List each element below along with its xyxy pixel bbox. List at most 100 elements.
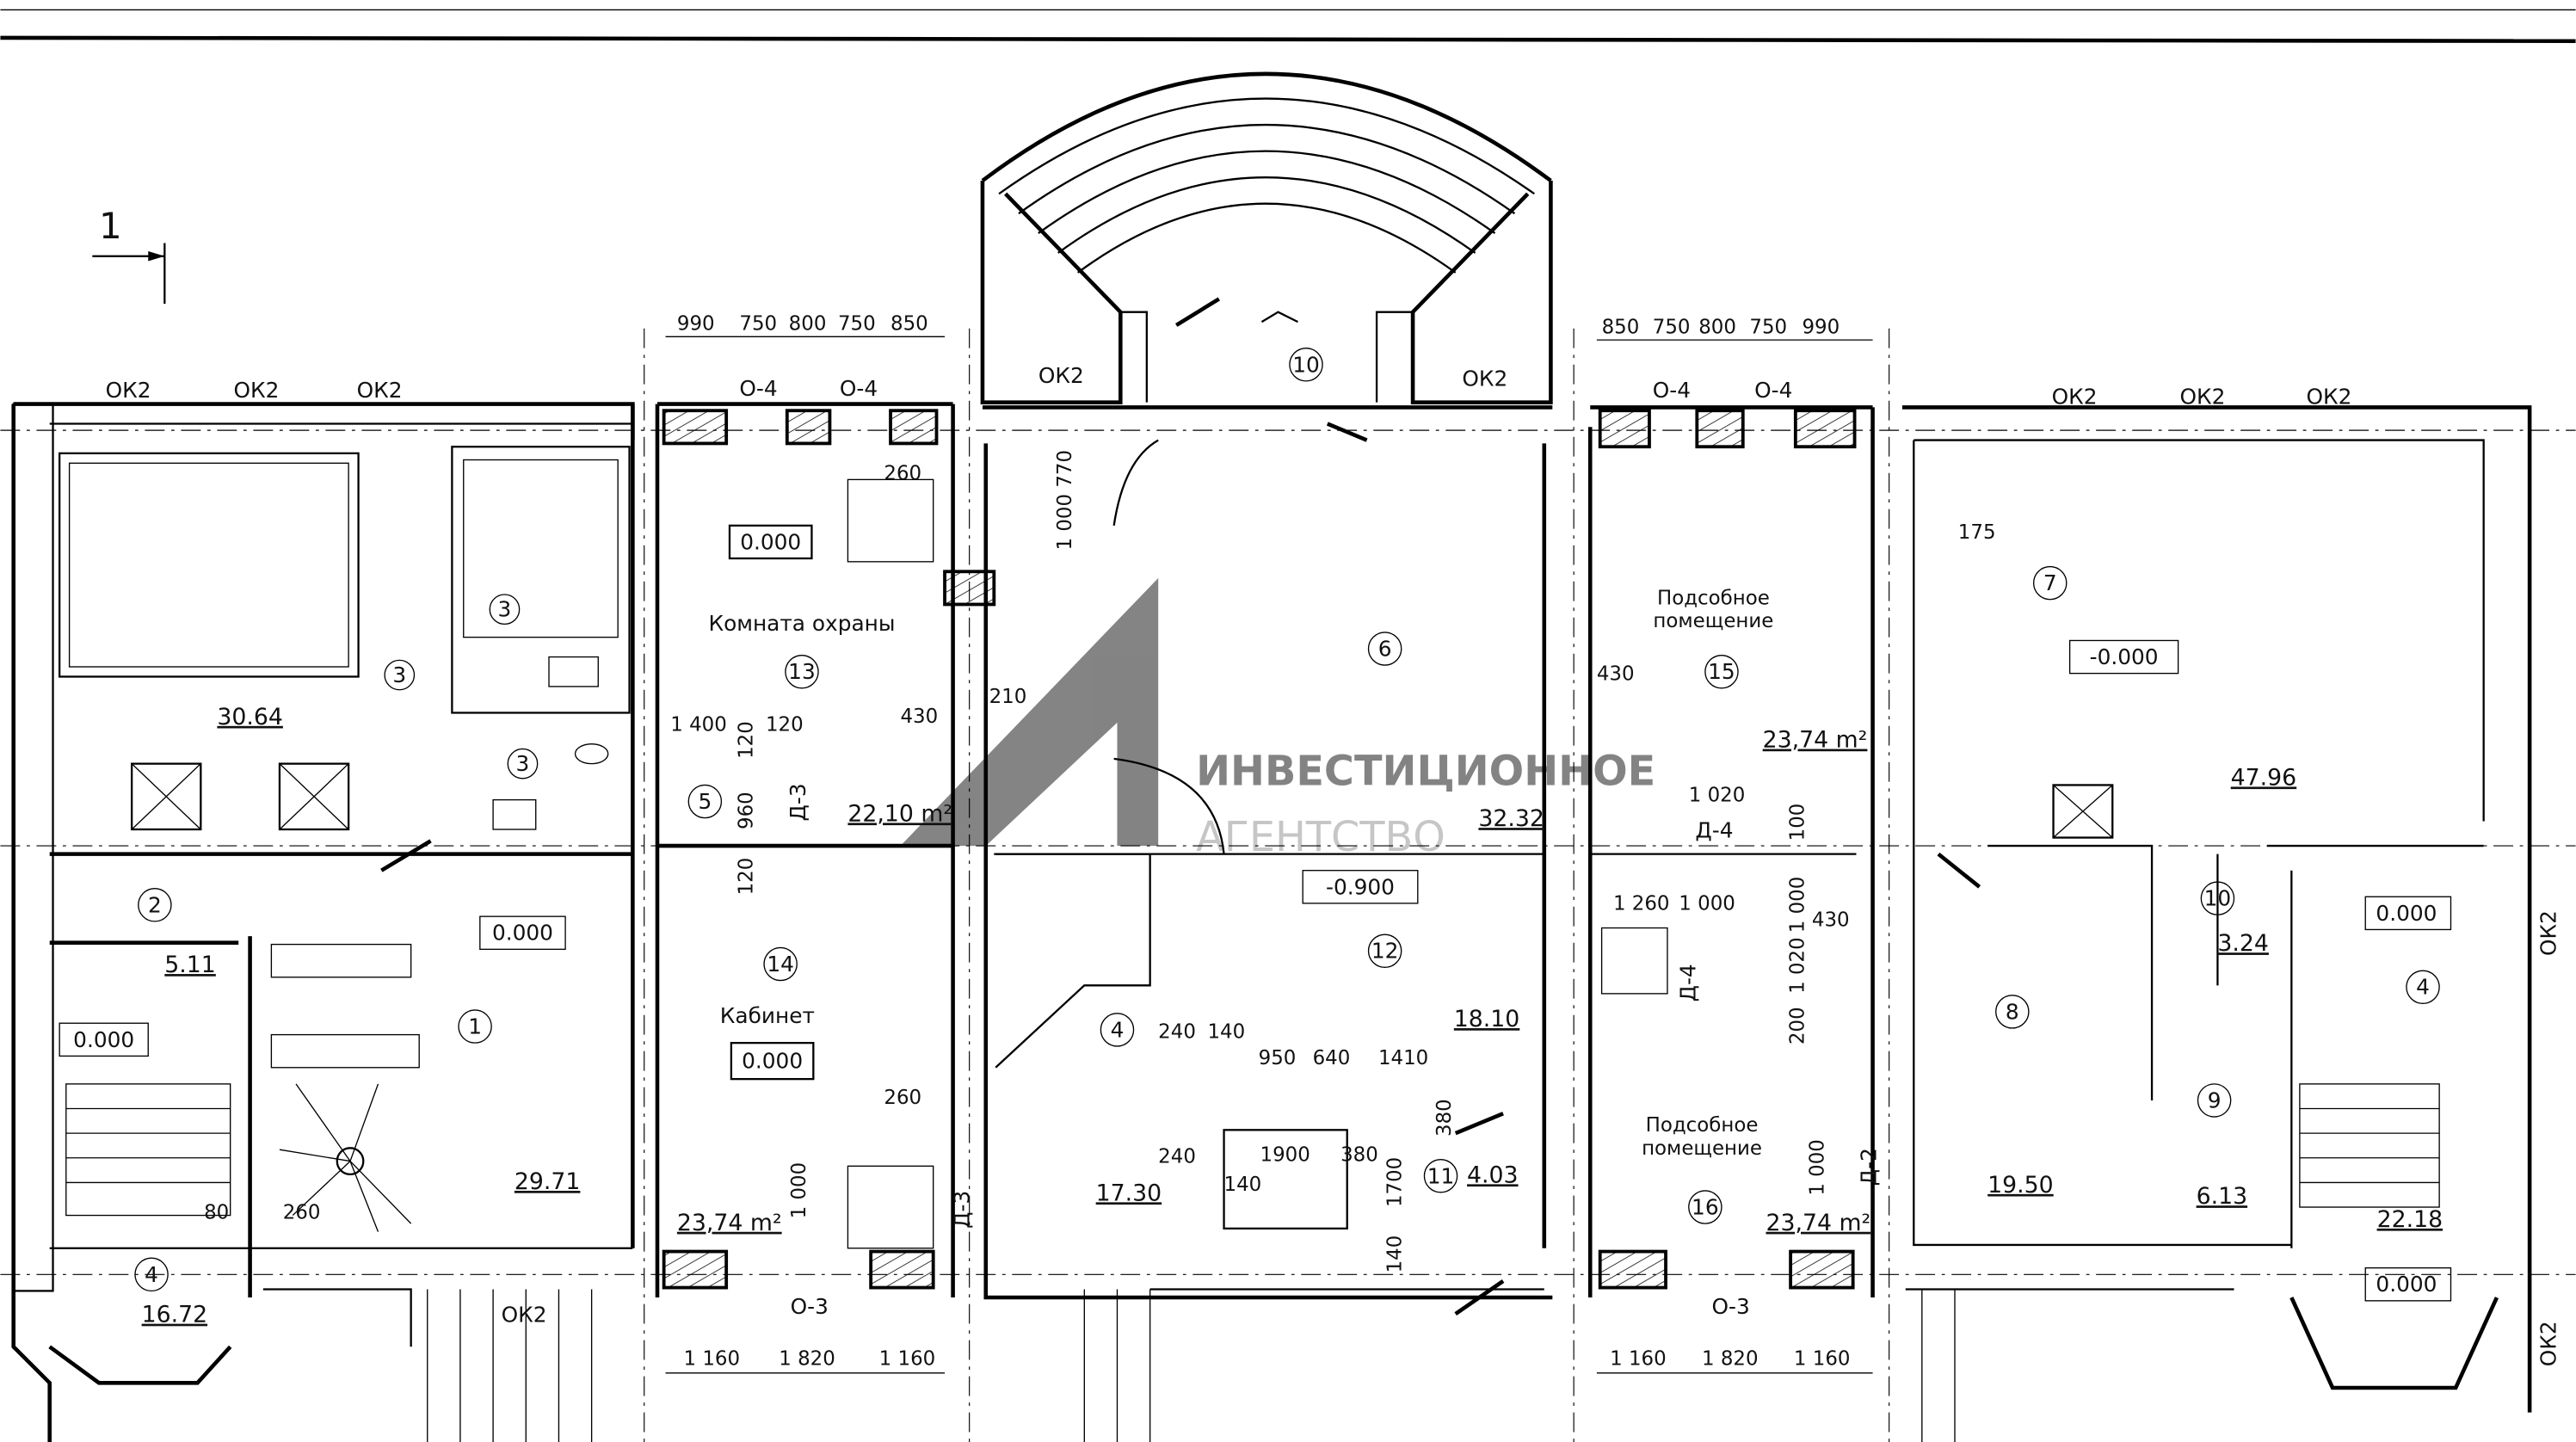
svg-text:260: 260 (884, 1087, 921, 1109)
stairs (65, 478, 2440, 1442)
svg-text:140: 140 (1224, 1174, 1262, 1196)
svg-text:10: 10 (1292, 352, 1320, 377)
svg-text:ОК2: ОК2 (2052, 385, 2098, 410)
svg-text:260: 260 (884, 462, 921, 484)
svg-text:0.000: 0.000 (2376, 901, 2437, 926)
svg-text:32.32: 32.32 (1478, 805, 1544, 832)
svg-text:0.000: 0.000 (73, 1027, 134, 1052)
svg-text:430: 430 (1597, 662, 1635, 685)
svg-text:1 400: 1 400 (670, 713, 727, 736)
svg-text:18.10: 18.10 (1454, 1006, 1520, 1032)
svg-text:10: 10 (2204, 886, 2232, 911)
svg-text:1 000: 1 000 (1806, 1139, 1828, 1196)
svg-text:5: 5 (698, 789, 712, 814)
svg-text:0.000: 0.000 (492, 921, 553, 946)
svg-text:Д-4: Д-4 (1675, 964, 1700, 1001)
svg-text:850: 850 (1602, 317, 1640, 339)
svg-text:ОК2: ОК2 (1038, 363, 1084, 388)
svg-text:Подсобное: Подсобное (1657, 587, 1770, 609)
svg-text:ОК2: ОК2 (2536, 1321, 2561, 1366)
svg-text:14: 14 (767, 952, 794, 977)
svg-text:1 160: 1 160 (879, 1347, 936, 1370)
svg-text:Кабинет: Кабинет (720, 1003, 815, 1028)
svg-text:1 000 770: 1 000 770 (1054, 450, 1076, 551)
room-areas: 30.64 5.11 29.71 16.72 22,10 m² 23,74 m²… (142, 704, 2443, 1328)
svg-text:23,74 m²: 23,74 m² (1763, 727, 1868, 754)
svg-text:47.96: 47.96 (2231, 764, 2297, 791)
svg-text:0.000: 0.000 (742, 1049, 803, 1074)
svg-text:7: 7 (2043, 570, 2057, 595)
svg-text:ОК2: ОК2 (2307, 385, 2352, 410)
svg-text:12: 12 (1371, 939, 1399, 964)
svg-text:800: 800 (789, 313, 827, 336)
room-names: Комната охраны Кабинет Подсобное помещен… (708, 587, 1773, 1159)
svg-text:990: 990 (1802, 317, 1840, 339)
svg-text:помещение: помещение (1642, 1137, 1762, 1160)
svg-text:ОК2: ОК2 (502, 1303, 547, 1328)
svg-text:1410: 1410 (1378, 1047, 1428, 1069)
svg-text:О-4: О-4 (1754, 378, 1792, 403)
axis-lines (0, 328, 2576, 1442)
svg-text:22,10 m²: 22,10 m² (847, 800, 952, 827)
svg-text:950: 950 (1259, 1047, 1297, 1069)
svg-text:0.000: 0.000 (2376, 1272, 2437, 1297)
svg-text:16: 16 (1692, 1195, 1719, 1220)
sauna (451, 446, 631, 714)
svg-text:800: 800 (1698, 317, 1736, 339)
svg-text:1 160: 1 160 (1610, 1347, 1667, 1370)
svg-text:120: 120 (736, 858, 758, 896)
svg-text:640: 640 (1313, 1047, 1351, 1069)
svg-text:240: 240 (1158, 1145, 1196, 1168)
svg-text:1 020: 1 020 (1786, 937, 1809, 994)
pool (59, 452, 360, 678)
svg-text:9: 9 (2208, 1088, 2222, 1112)
svg-text:6: 6 (1378, 637, 1392, 662)
svg-text:Комната охраны: Комната охраны (708, 611, 895, 636)
svg-text:23,74 m²: 23,74 m² (677, 1210, 782, 1236)
dimensions: 990 750 800 750 850 850 750 800 750 990 … (204, 313, 1996, 1374)
svg-text:4: 4 (2416, 975, 2430, 1000)
svg-text:22.18: 22.18 (2377, 1206, 2444, 1233)
svg-text:Д-3: Д-3 (950, 1191, 975, 1229)
svg-text:1 000: 1 000 (788, 1162, 810, 1219)
svg-text:380: 380 (1340, 1144, 1378, 1167)
svg-text:17.30: 17.30 (1096, 1180, 1162, 1206)
svg-text:240: 240 (1158, 1020, 1196, 1043)
svg-text:200: 200 (1786, 1007, 1809, 1045)
svg-text:140: 140 (1207, 1020, 1245, 1043)
svg-text:750: 750 (1653, 317, 1691, 339)
svg-text:1 820: 1 820 (779, 1347, 835, 1370)
svg-text:помещение: помещение (1653, 610, 1773, 632)
room-numbers: 10 3 3 3 13 5 6 15 7 2 1 14 12 4 11 16 8… (134, 348, 2440, 1292)
svg-text:ОК2: ОК2 (2180, 385, 2226, 410)
svg-text:15: 15 (1708, 659, 1735, 684)
svg-text:1900: 1900 (1260, 1144, 1310, 1167)
washbasin (492, 798, 537, 830)
svg-text:О-4: О-4 (1653, 378, 1691, 403)
svg-text:140: 140 (1384, 1236, 1407, 1273)
level-marks: 0.000 0.000 0.000 0.000 -0.900 -0.000 0.… (59, 524, 2452, 1302)
svg-text:Подсобное: Подсобное (1646, 1114, 1759, 1137)
svg-text:1 000: 1 000 (1786, 877, 1809, 934)
svg-text:-0.000: -0.000 (2090, 644, 2159, 669)
sheet-border (0, 35, 2576, 44)
svg-text:ИНВЕСТИЦИОННОЕ: ИНВЕСТИЦИОННОЕ (1196, 748, 1655, 795)
svg-text:80: 80 (204, 1201, 229, 1223)
svg-text:960: 960 (736, 792, 758, 829)
window-labels: ОК2 ОК2 ОК2 ОК2 ОК2 ОК2 ОК2 ОК2 ОК2 ОК2 … (106, 363, 2561, 1366)
svg-text:1 000: 1 000 (1679, 893, 1735, 915)
ventilation-shafts (131, 762, 2114, 839)
sink (548, 656, 599, 687)
svg-text:750: 750 (739, 313, 777, 336)
svg-text:4: 4 (145, 1262, 158, 1287)
svg-text:4: 4 (1111, 1017, 1125, 1042)
section-mark: 1 (92, 205, 166, 305)
svg-text:6.13: 6.13 (2197, 1183, 2248, 1210)
svg-text:1700: 1700 (1384, 1157, 1407, 1207)
svg-text:2: 2 (148, 892, 162, 917)
svg-text:ОК2: ОК2 (357, 378, 403, 403)
svg-text:Д-3: Д-3 (786, 783, 810, 821)
svg-text:1 160: 1 160 (684, 1347, 741, 1370)
svg-text:1 160: 1 160 (1794, 1347, 1851, 1370)
